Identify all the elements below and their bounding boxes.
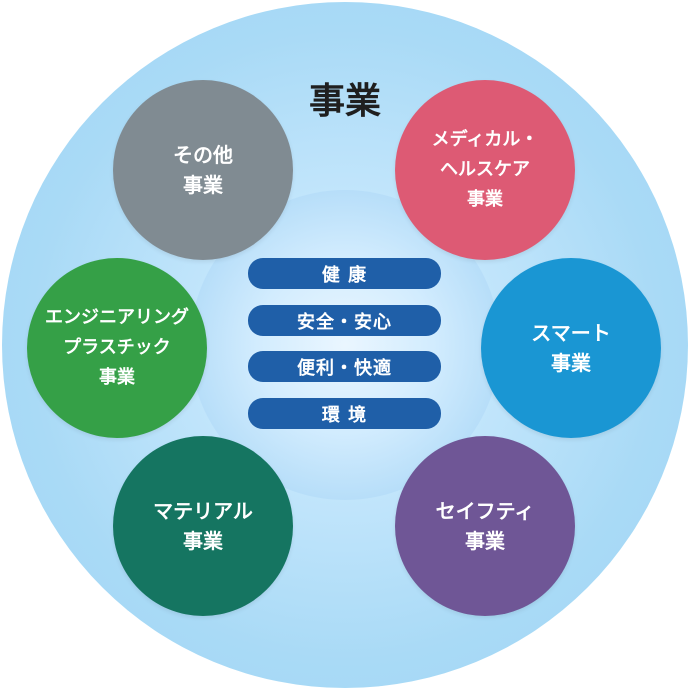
core-value-environment: 環 境 (248, 398, 441, 429)
business-medical-line2: ヘルスケア (440, 159, 530, 180)
business-other-line2: 事業 (183, 173, 223, 197)
business-medical-line1: メディカル・ (431, 129, 539, 150)
business-materials-line2: 事業 (183, 529, 223, 553)
business-materials-line1: マテリアル (153, 499, 253, 523)
business-smart: スマート 事業 (481, 258, 661, 438)
core-value-convenience: 便利・快適 (248, 351, 441, 382)
business-medical-line3: 事業 (467, 189, 503, 210)
business-materials: マテリアル 事業 (113, 436, 293, 616)
business-safety: セイフティ 事業 (395, 436, 575, 616)
business-engineering-plastics: エンジニアリング プラスチック 事業 (27, 258, 207, 438)
core-value-safety: 安全・安心 (248, 305, 441, 336)
business-smart-line2: 事業 (551, 351, 591, 375)
business-other: その他 事業 (113, 80, 293, 260)
business-medical-healthcare: メディカル・ ヘルスケア 事業 (395, 80, 575, 260)
core-value-health: 健 康 (248, 258, 441, 289)
business-safety-line2: 事業 (465, 529, 505, 553)
diagram-title: 事業 (308, 81, 381, 122)
business-engineering-line3: 事業 (99, 367, 135, 388)
business-safety-line1: セイフティ (435, 499, 535, 523)
business-other-line1: その他 (173, 143, 233, 167)
business-engineering-line1: エンジニアリング (45, 307, 189, 328)
business-engineering-line2: プラスチック (63, 337, 171, 358)
business-smart-line1: スマート (531, 321, 611, 345)
